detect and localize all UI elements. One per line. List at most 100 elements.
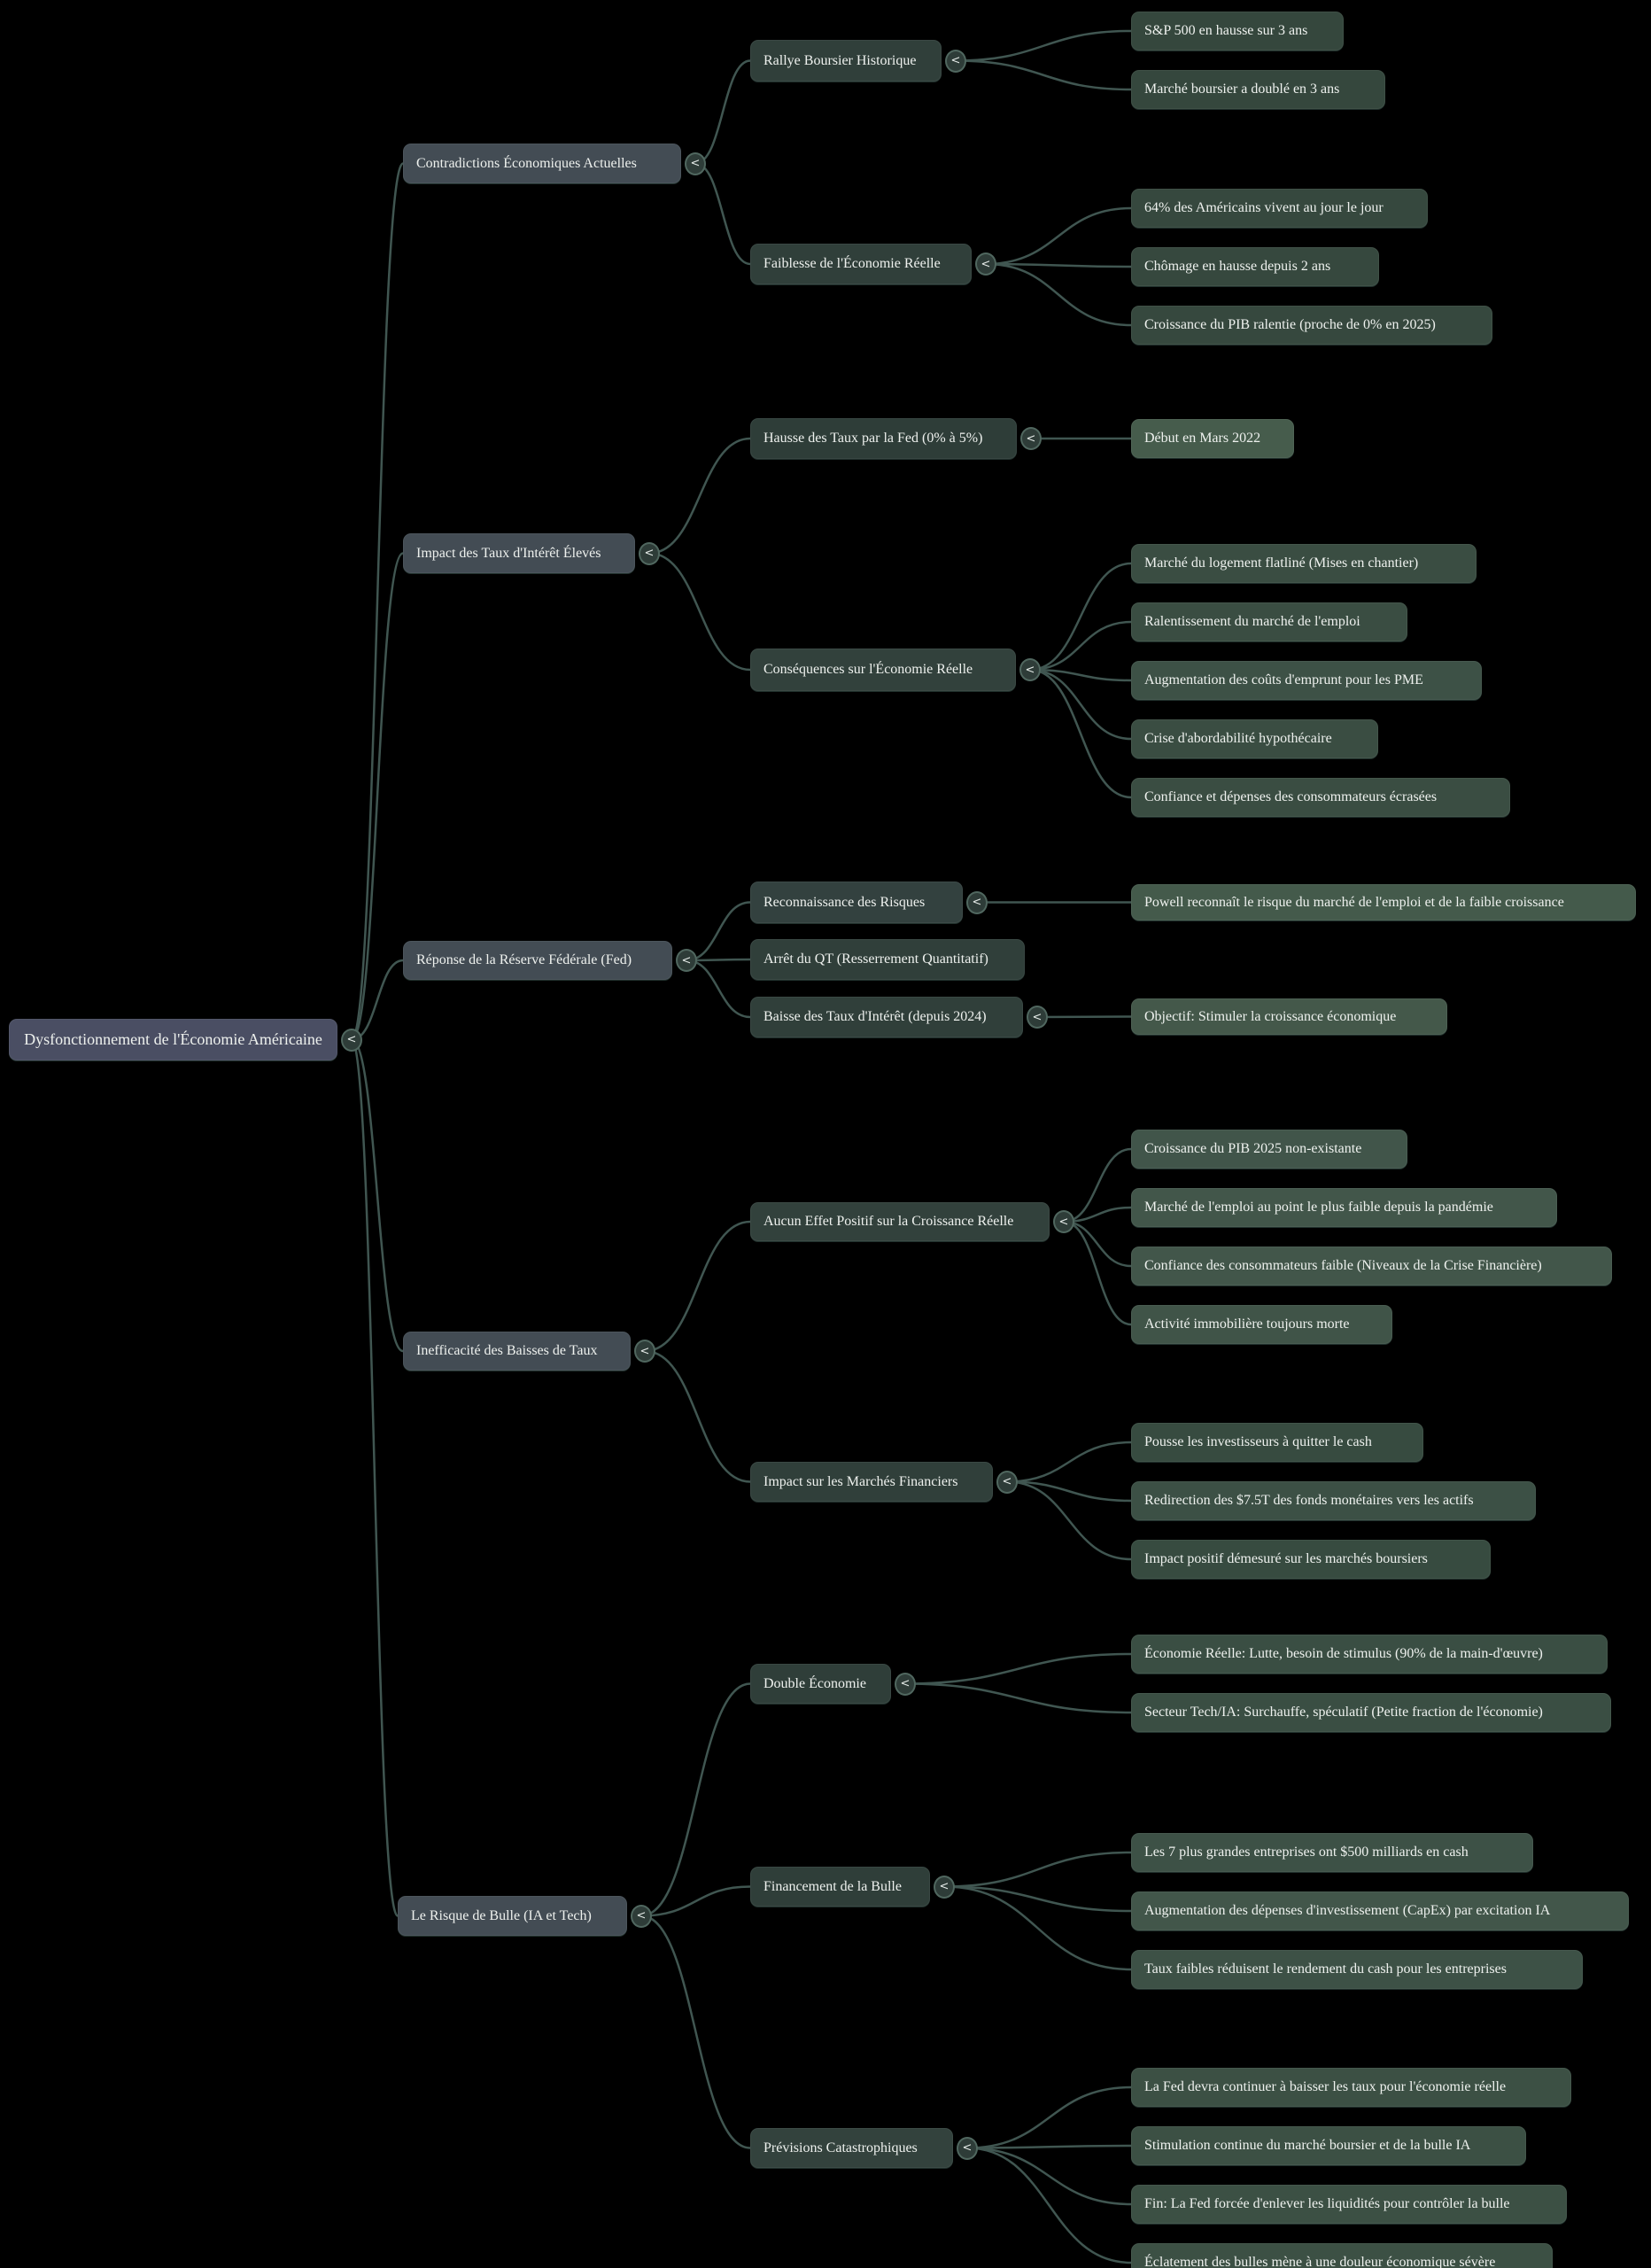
edge-secteur-tech-ia — [903, 1682, 1133, 1714]
node-hausse-taux-fed[interactable]: Hausse des Taux par la Fed (0% à 5%) — [750, 418, 1017, 459]
node-couts-emprunt-pme[interactable]: Augmentation des coûts d'emprunt pour le… — [1131, 661, 1482, 700]
node-risque-bulle[interactable]: Le Risque de Bulle (IA et Tech) — [398, 1896, 627, 1936]
node-secteur-tech-ia[interactable]: Secteur Tech/IA: Surchauffe, spéculatif … — [1131, 1693, 1611, 1732]
node-sp500-hausse[interactable]: S&P 500 en hausse sur 3 ans — [1131, 12, 1344, 50]
node-confiance-ecrasee[interactable]: Confiance et dépenses des consommateurs … — [1131, 778, 1510, 817]
edge-marche-double — [954, 59, 1133, 91]
node-fed-baisser-taux[interactable]: La Fed devra continuer à baisser les tau… — [1131, 2068, 1571, 2107]
node-aucun-effet-croissance[interactable]: Aucun Effet Positif sur la Croissance Ré… — [750, 1202, 1050, 1241]
node-redirection-fonds[interactable]: Redirection des $7.5T des fonds monétair… — [1131, 1481, 1536, 1520]
collapse-button-double-economie[interactable]: < — [895, 1672, 916, 1696]
node-consequences-economie[interactable]: Conséquences sur l'Économie Réelle — [750, 649, 1016, 691]
edge-chomage-hausse — [984, 262, 1133, 268]
edge-fin-liquidites — [965, 2147, 1133, 2206]
collapse-button-aucun-effet-croissance[interactable]: < — [1053, 1210, 1074, 1233]
node-confiance-faible-crise[interactable]: Confiance des consommateurs faible (Nive… — [1131, 1247, 1612, 1285]
edge-fed-baisser-taux — [965, 2085, 1133, 2149]
node-reponse-fed[interactable]: Réponse de la Réserve Fédérale (Fed) — [403, 941, 672, 980]
node-powell-risque[interactable]: Powell reconnaît le risque du marché de … — [1131, 884, 1636, 920]
edge-sp500-hausse — [954, 29, 1133, 62]
collapse-button-risque-bulle[interactable]: < — [631, 1904, 652, 1928]
edge-pib-ralenti — [984, 262, 1133, 327]
node-arret-qt[interactable]: Arrêt du QT (Resserrement Quantitatif) — [750, 939, 1025, 980]
edge-sept-entreprises-cash — [942, 1851, 1133, 1888]
edge-double-economie — [639, 1682, 752, 1917]
edge-impact-taux-eleves — [350, 552, 405, 1041]
edge-impact-marches-financiers — [643, 1349, 752, 1483]
collapse-button-inefficacite-baisses[interactable]: < — [634, 1340, 655, 1363]
node-crise-hypothecaire[interactable]: Crise d'abordabilité hypothécaire — [1131, 719, 1378, 758]
edge-inefficacite-baisses — [350, 1038, 405, 1353]
node-chomage-hausse[interactable]: Chômage en hausse depuis 2 ans — [1131, 247, 1379, 286]
node-faiblesse-economie[interactable]: Faiblesse de l'Économie Réelle — [750, 244, 972, 284]
edge-economie-reelle-lutte — [903, 1652, 1133, 1685]
node-baisse-taux-2024[interactable]: Baisse des Taux d'Intérêt (depuis 2024) — [750, 997, 1023, 1037]
collapse-button-impact-taux-eleves[interactable]: < — [639, 541, 660, 565]
edge-logement-flatline — [1028, 562, 1133, 672]
collapse-button-financement-bulle[interactable]: < — [934, 1875, 955, 1899]
node-root[interactable]: Dysfonctionnement de l'Économie Américai… — [9, 1019, 337, 1060]
collapse-button-rallye-boursier[interactable]: < — [945, 49, 966, 73]
edge-pib-2025-nonexistant — [1062, 1147, 1133, 1223]
edge-couts-emprunt-pme — [1028, 668, 1133, 682]
node-immobilier-mort[interactable]: Activité immobilière toujours morte — [1131, 1305, 1392, 1344]
edge-reconnaissance-risques — [685, 901, 752, 962]
node-contradictions[interactable]: Contradictions Économiques Actuelles — [403, 144, 681, 183]
edge-hausse-taux-fed — [647, 437, 752, 555]
edge-taux-faibles-rendement — [942, 1885, 1133, 1971]
node-financement-bulle[interactable]: Financement de la Bulle — [750, 1867, 930, 1907]
edge-quitter-cash — [1005, 1441, 1133, 1483]
collapse-button-previsions-catastrophiques[interactable]: < — [957, 2136, 978, 2160]
node-eclatement-bulles[interactable]: Éclatement des bulles mène à une douleur… — [1131, 2243, 1553, 2268]
edge-faiblesse-economie — [694, 162, 752, 266]
collapse-button-baisse-taux-2024[interactable]: < — [1027, 1006, 1048, 1029]
node-impact-marches-financiers[interactable]: Impact sur les Marchés Financiers — [750, 1462, 993, 1502]
node-marche-double[interactable]: Marché boursier a doublé en 3 ans — [1131, 70, 1385, 109]
collapse-button-reconnaissance-risques[interactable]: < — [966, 890, 988, 914]
node-pib-2025-nonexistant[interactable]: Croissance du PIB 2025 non-existante — [1131, 1130, 1407, 1169]
node-capex-excitation-ia[interactable]: Augmentation des dépenses d'investisseme… — [1131, 1891, 1629, 1930]
edge-reponse-fed — [350, 959, 405, 1041]
collapse-button-contradictions[interactable]: < — [685, 151, 706, 175]
edge-confiance-faible-crise — [1062, 1220, 1133, 1268]
node-emploi-faible-pandemie[interactable]: Marché de l'emploi au point le plus faib… — [1131, 1188, 1557, 1227]
node-ralentissement-emploi[interactable]: Ralentissement du marché de l'emploi — [1131, 602, 1407, 641]
node-quitter-cash[interactable]: Pousse les investisseurs à quitter le ca… — [1131, 1423, 1423, 1462]
node-rallye-boursier[interactable]: Rallye Boursier Historique — [750, 40, 942, 82]
edge-redirection-fonds — [1005, 1480, 1133, 1503]
collapse-button-faiblesse-economie[interactable]: < — [975, 252, 996, 276]
edge-americains-64pct — [984, 206, 1133, 266]
edge-previsions-catastrophiques — [639, 1915, 752, 2149]
node-impact-taux-eleves[interactable]: Impact des Taux d'Intérêt Élevés — [403, 533, 635, 573]
collapse-button-impact-marches-financiers[interactable]: < — [996, 1470, 1018, 1494]
node-stimulation-continue[interactable]: Stimulation continue du marché boursier … — [1131, 2126, 1526, 2165]
node-americains-64pct[interactable]: 64% des Américains vivent au jour le jou… — [1131, 189, 1428, 228]
edge-rallye-boursier — [694, 59, 752, 165]
node-pib-ralenti[interactable]: Croissance du PIB ralentie (proche de 0%… — [1131, 306, 1492, 345]
edge-immobilier-mort — [1062, 1220, 1133, 1326]
node-impact-demesure[interactable]: Impact positif démesuré sur les marchés … — [1131, 1540, 1491, 1579]
collapse-button-root[interactable]: < — [341, 1028, 362, 1052]
edge-aucun-effet-croissance — [643, 1220, 752, 1353]
node-inefficacite-baisses[interactable]: Inefficacité des Baisses de Taux — [403, 1332, 631, 1371]
edge-ralentissement-emploi — [1028, 620, 1133, 672]
edge-impact-demesure — [1005, 1480, 1133, 1561]
collapse-button-reponse-fed[interactable]: < — [676, 949, 697, 972]
edge-financement-bulle — [639, 1885, 752, 1917]
node-double-economie[interactable]: Double Économie — [750, 1664, 891, 1704]
collapse-button-consequences-economie[interactable]: < — [1019, 658, 1041, 681]
edge-objectif-stimuler — [1035, 1015, 1133, 1019]
node-taux-faibles-rendement[interactable]: Taux faibles réduisent le rendement du c… — [1131, 1950, 1583, 1989]
node-fin-liquidites[interactable]: Fin: La Fed forcée d'enlever les liquidi… — [1131, 2185, 1567, 2224]
node-sept-entreprises-cash[interactable]: Les 7 plus grandes entreprises ont $500 … — [1131, 1833, 1533, 1872]
node-logement-flatline[interactable]: Marché du logement flatliné (Mises en ch… — [1131, 544, 1477, 583]
node-economie-reelle-lutte[interactable]: Économie Réelle: Lutte, besoin de stimul… — [1131, 1635, 1608, 1674]
node-reconnaissance-risques[interactable]: Reconnaissance des Risques — [750, 882, 963, 923]
collapse-button-hausse-taux-fed[interactable]: < — [1020, 427, 1042, 450]
edge-risque-bulle — [350, 1038, 399, 1917]
node-debut-mars-2022[interactable]: Début en Mars 2022 — [1131, 419, 1294, 458]
node-objectif-stimuler[interactable]: Objectif: Stimuler la croissance économi… — [1131, 998, 1447, 1035]
edge-consequences-economie — [647, 552, 752, 672]
node-previsions-catastrophiques[interactable]: Prévisions Catastrophiques — [750, 2128, 953, 2168]
